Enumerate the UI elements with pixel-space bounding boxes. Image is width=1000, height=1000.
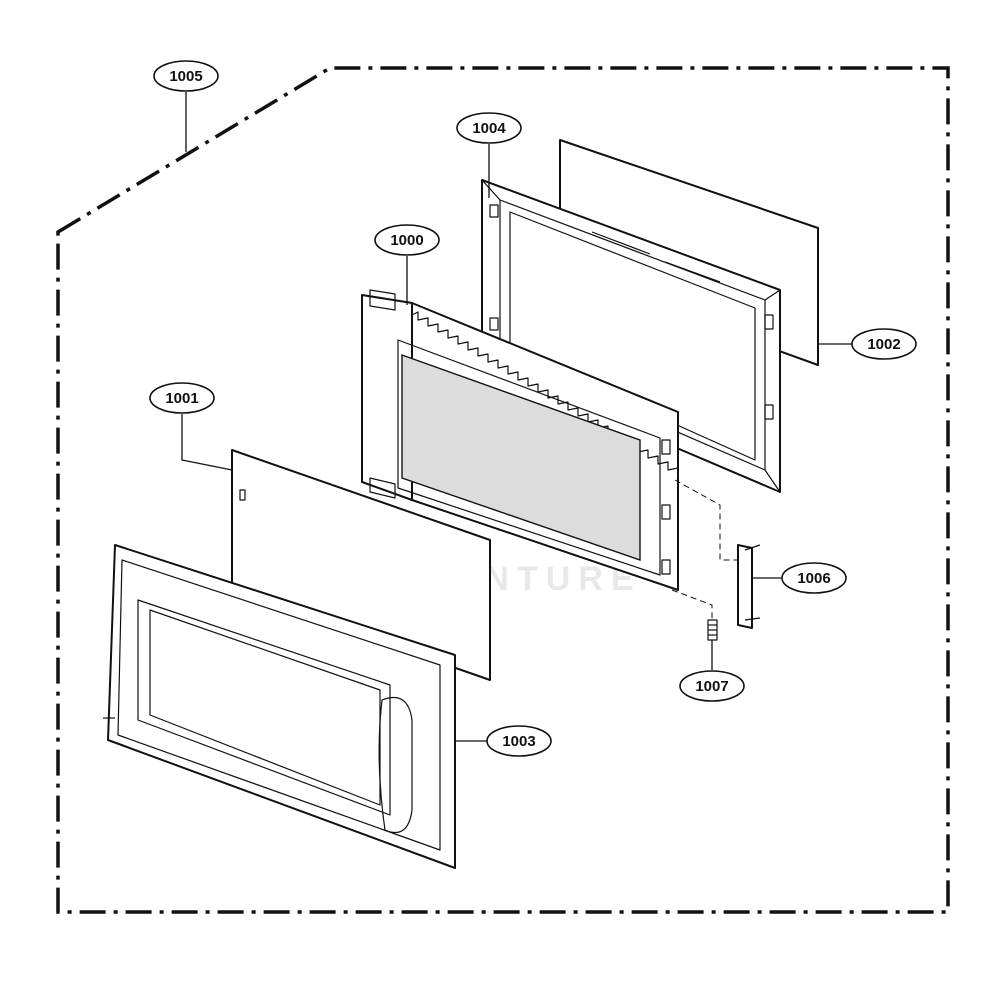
svg-text:1000: 1000 — [390, 232, 423, 249]
svg-text:1006: 1006 — [797, 570, 830, 587]
svg-text:1004: 1004 — [472, 120, 506, 137]
door-handle[interactable] — [378, 696, 413, 834]
svg-text:1007: 1007 — [695, 678, 728, 695]
panel-notch — [239, 489, 246, 501]
part-1000-door-frame[interactable] — [361, 289, 679, 591]
callout-1000: 1000 — [374, 224, 440, 256]
svg-text:1002: 1002 — [867, 336, 900, 353]
assembly-guide-spring — [671, 589, 713, 620]
part-1003-door-cover[interactable] — [103, 544, 456, 869]
callout-1004: 1004 — [456, 112, 522, 144]
svg-text:1005: 1005 — [169, 68, 202, 85]
assembly-guide-latch — [674, 479, 738, 561]
callout-1005: 1005 — [153, 60, 219, 92]
door-window-glass — [401, 354, 641, 561]
part-1006-latch[interactable] — [737, 544, 761, 629]
assembly-boundary-1005 — [56, 66, 950, 914]
callout-1006: 1006 — [781, 562, 847, 594]
part-1001-front-panel[interactable] — [231, 449, 491, 681]
part-1007-spring[interactable] — [707, 619, 718, 641]
svg-text:1001: 1001 — [165, 390, 198, 407]
callout-1001: 1001 — [149, 382, 215, 414]
leader-1001 — [181, 414, 233, 471]
svg-text:1003: 1003 — [502, 733, 535, 750]
callout-1007: 1007 — [679, 670, 745, 702]
callout-1002: 1002 — [851, 328, 917, 360]
callout-1003: 1003 — [486, 725, 552, 757]
